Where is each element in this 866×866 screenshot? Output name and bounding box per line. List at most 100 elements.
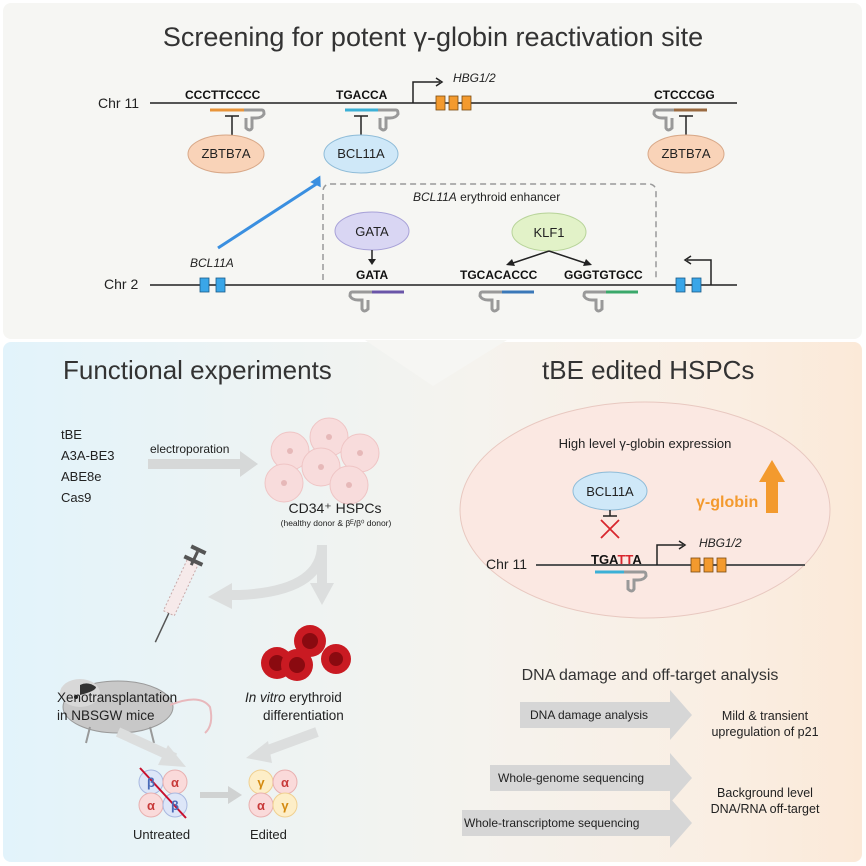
edited-sequence: TGATTA	[591, 552, 642, 567]
site3-sequence: CTCCCGG	[654, 88, 715, 102]
chain-alpha: α	[281, 775, 289, 790]
functional-experiments-title: Functional experiments	[63, 355, 332, 385]
invitro-label-2: differentiation	[263, 708, 344, 723]
sgrna-scaffold-icon	[244, 108, 266, 132]
seq-prefix: TGA	[591, 552, 618, 567]
mouse-label-1: Xenotransplantation	[57, 690, 178, 705]
chr2-label: Chr 2	[104, 276, 139, 292]
repression-bar-icon	[225, 115, 239, 138]
tss-arrow-icon	[412, 81, 440, 103]
hbg-exon	[461, 95, 472, 111]
bcl11a-label: BCL11A	[337, 146, 385, 161]
electroporation-arrow	[148, 451, 258, 477]
edited-diagram	[459, 401, 831, 848]
sgrna-scaffold-icon	[378, 108, 400, 132]
enhancer-label-gene: BCL11A	[413, 190, 457, 204]
bcl11a-exon	[199, 277, 210, 293]
bcl11a-expression-arrow	[217, 181, 319, 250]
chr11-edited-label: Chr 11	[486, 556, 527, 572]
bcl11a-exon	[675, 277, 686, 293]
chain-beta: β	[147, 775, 155, 790]
analysis-arrow-2	[490, 753, 692, 803]
screening-panel	[3, 3, 862, 339]
chr11-label: Chr 11	[98, 95, 139, 111]
sgrna-scaffold-icon	[652, 108, 674, 132]
analysis-label-1: DNA damage analysis	[530, 708, 649, 722]
editor-item: tBE	[61, 427, 82, 442]
hspc-cells	[264, 417, 380, 505]
gata-motif: GATA	[356, 268, 389, 282]
chain-alpha: α	[257, 798, 265, 813]
untreated-to-edited-arrow	[200, 786, 242, 804]
editor-item: Cas9	[61, 490, 92, 505]
sgrna-scaffold-icon	[478, 290, 502, 313]
hbg-gene-label: HBG1/2	[453, 71, 496, 85]
bcl11a-gene-label: BCL11A	[190, 256, 234, 270]
invitro-rest: erythroid	[285, 690, 342, 705]
hbg-exon	[435, 95, 446, 111]
tss-arrow-icon	[687, 259, 712, 285]
syringe-icon	[154, 544, 207, 643]
edited-label: Edited	[250, 827, 287, 842]
tbe-edited-title: tBE edited HSPCs	[542, 355, 755, 385]
editor-item: A3A-BE3	[61, 448, 115, 463]
chain-gamma: γ	[281, 798, 289, 813]
klf1-motif-2: GGGTGTGCC	[564, 268, 643, 282]
bcl11a-exon	[215, 277, 226, 293]
cd34-label: CD34⁺ HSPCs	[288, 500, 382, 516]
zbtb7a-label-1: ZBTB7A	[201, 146, 251, 161]
invitro-italic: In vitro	[245, 690, 286, 705]
result-1: Mild & transient upregulation of p21	[700, 708, 830, 740]
functional-diagram	[60, 417, 380, 819]
cross-out-line	[139, 767, 187, 819]
repression-bar-icon	[354, 115, 368, 138]
result-1-line1: Mild & transient	[721, 709, 809, 723]
seq-suffix: A	[632, 552, 642, 567]
sgrna-scaffold-icon	[348, 290, 372, 313]
activation-arrow-icon	[368, 259, 376, 265]
result-2: Background level DNA/RNA off-target	[700, 785, 830, 817]
zbtb7a-oval-1	[187, 134, 265, 174]
chain-gamma: γ	[257, 775, 265, 790]
cd34-sublabel: (healthy donor & βᴱ/β⁰ donor)	[280, 518, 392, 528]
chain-alpha: α	[147, 798, 155, 813]
enhancer-label-rest: erythroid enhancer	[456, 190, 561, 204]
analysis-label-2: Whole-genome sequencing	[498, 771, 645, 785]
analysis-label-3: Whole-transcriptome sequencing	[464, 816, 640, 830]
gata-factor-label: GATA	[355, 224, 389, 239]
result-2-line2: DNA/RNA off-target	[710, 802, 820, 816]
invitro-label-1: In vitro erythroid	[245, 690, 342, 705]
untreated-label: Untreated	[133, 827, 191, 842]
upregulation-arrow-icon	[759, 460, 785, 513]
enhancer-box	[322, 183, 657, 280]
klf1-factor-label: KLF1	[533, 225, 565, 240]
chain-beta: β	[171, 798, 179, 813]
zbtb7a-label-2: ZBTB7A	[661, 146, 711, 161]
gamma-globin-label: γ-globin	[696, 494, 759, 511]
analysis-arrow-3	[462, 798, 692, 848]
result-1-line2: upregulation of p21	[711, 725, 819, 739]
sgrna-scaffold-icon	[624, 570, 648, 593]
electroporation-label: electroporation	[150, 442, 230, 456]
seq-edit: TT	[617, 552, 633, 567]
repression-bar-icon	[679, 115, 693, 138]
analysis-title: DNA damage and off-target analysis	[521, 667, 779, 684]
zbtb7a-oval-2	[647, 134, 725, 174]
red-blood-cells	[261, 625, 351, 681]
panel-notch	[365, 340, 507, 386]
screening-title: Screening for potent γ-globin reactivati…	[162, 22, 704, 52]
edited-hemoglobin	[248, 769, 298, 818]
enhancer-label: BCL11A erythroid enhancer	[413, 190, 560, 204]
repression-bar-icon	[603, 510, 617, 517]
bcl11a-exon	[691, 277, 702, 293]
klf1-motif-1: TGCACACCC	[460, 268, 538, 282]
screening-diagram	[150, 77, 737, 313]
analysis-arrow-1	[520, 690, 692, 740]
site2-sequence: TGACCA	[336, 88, 388, 102]
tss-arrow-icon	[656, 544, 683, 565]
bcl11a-oval	[323, 134, 399, 174]
mouse-icon	[60, 679, 213, 744]
blocked-cross-icon	[600, 519, 620, 539]
untreated-hemoglobin	[138, 767, 188, 819]
split-arrow-left	[226, 544, 327, 600]
